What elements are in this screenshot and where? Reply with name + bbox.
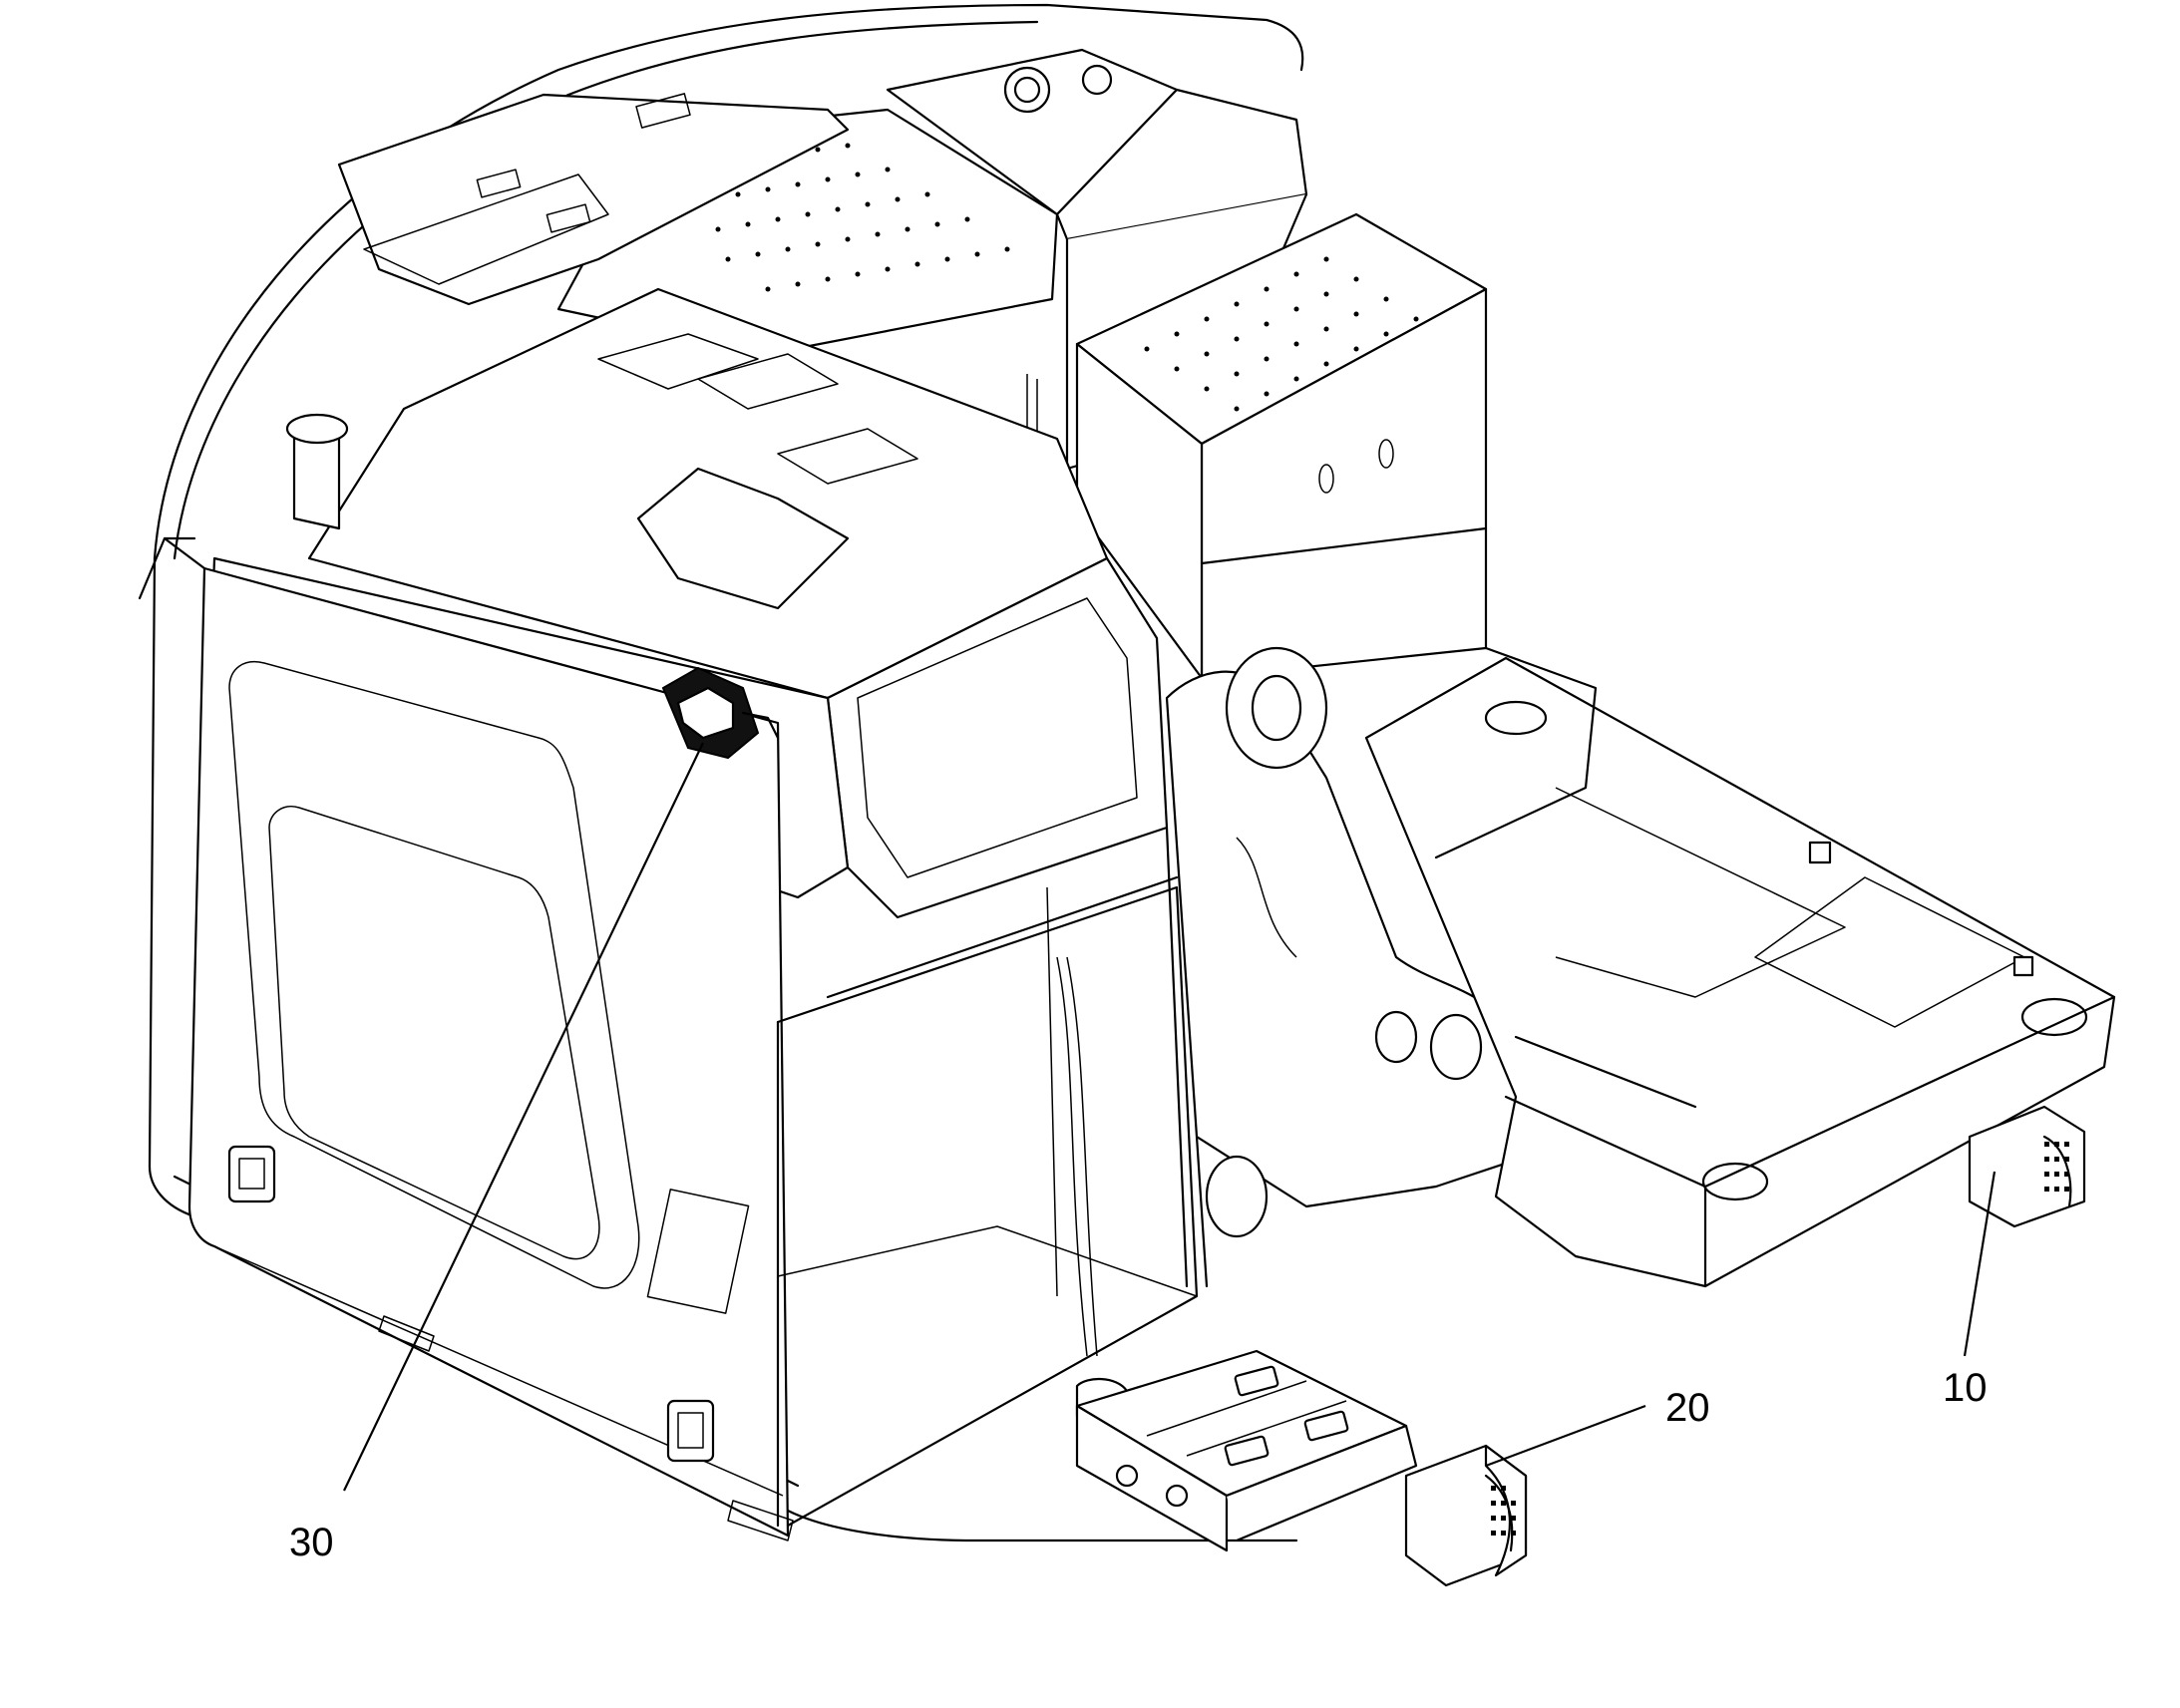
leader-line-20 — [1485, 1404, 1646, 1468]
work-light-30 — [661, 666, 780, 760]
lower-frame — [1364, 646, 2116, 1288]
work-light-10 — [1968, 1105, 2086, 1228]
leader-line-30 — [343, 742, 704, 1492]
work-light-20 — [1404, 1444, 1528, 1587]
engine-cover-left — [337, 93, 850, 306]
leader-line-10 — [1963, 1171, 1997, 1357]
callout-10: 10 — [1943, 1366, 1988, 1410]
callout-30: 30 — [289, 1521, 334, 1564]
callout-20: 20 — [1665, 1386, 1710, 1430]
exhaust-pipe — [285, 413, 349, 530]
cab-body — [138, 536, 794, 1541]
batteries — [1075, 1349, 1418, 1552]
tool-box-right — [1075, 212, 1488, 680]
